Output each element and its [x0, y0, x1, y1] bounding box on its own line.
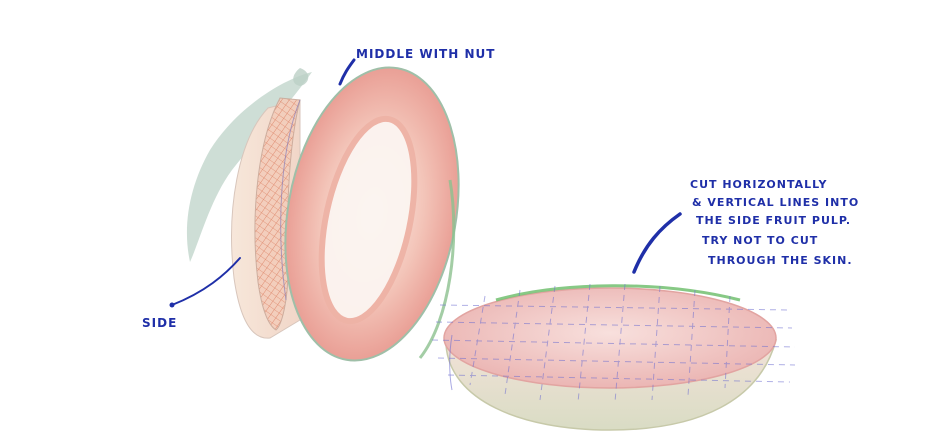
- instruction-label-group: CUT HORIZONTALLY & VERTICAL LINES INTO T…: [632, 178, 859, 274]
- nut-section: [254, 97, 301, 331]
- instruction-line-2: & VERTICAL LINES INTO: [692, 196, 859, 209]
- middle-pointer-line: [338, 58, 356, 86]
- instruction-line-3: THE SIDE FRUIT PULP.: [696, 214, 851, 227]
- middle-with-nut-label: MIDDLE WITH NUT: [356, 47, 495, 61]
- instruction-pointer-line: [632, 212, 682, 274]
- middle-label-group: MIDDLE WITH NUT: [338, 47, 495, 86]
- instruction-line-4: TRY NOT TO CUT: [702, 234, 818, 247]
- side-pointer-line: [171, 257, 241, 306]
- front-half-hollow: [318, 115, 418, 325]
- mango-halves-illustration: [186, 66, 460, 362]
- instruction-line-1: CUT HORIZONTALLY: [690, 178, 827, 191]
- instruction-line-5: THROUGH THE SKIN.: [708, 254, 853, 267]
- side-label: SIDE: [142, 316, 177, 330]
- leaf-shape: [186, 72, 312, 262]
- side-label-group: SIDE: [142, 257, 241, 330]
- scored-mango-illustration: [431, 283, 796, 431]
- score-lines: [431, 283, 796, 403]
